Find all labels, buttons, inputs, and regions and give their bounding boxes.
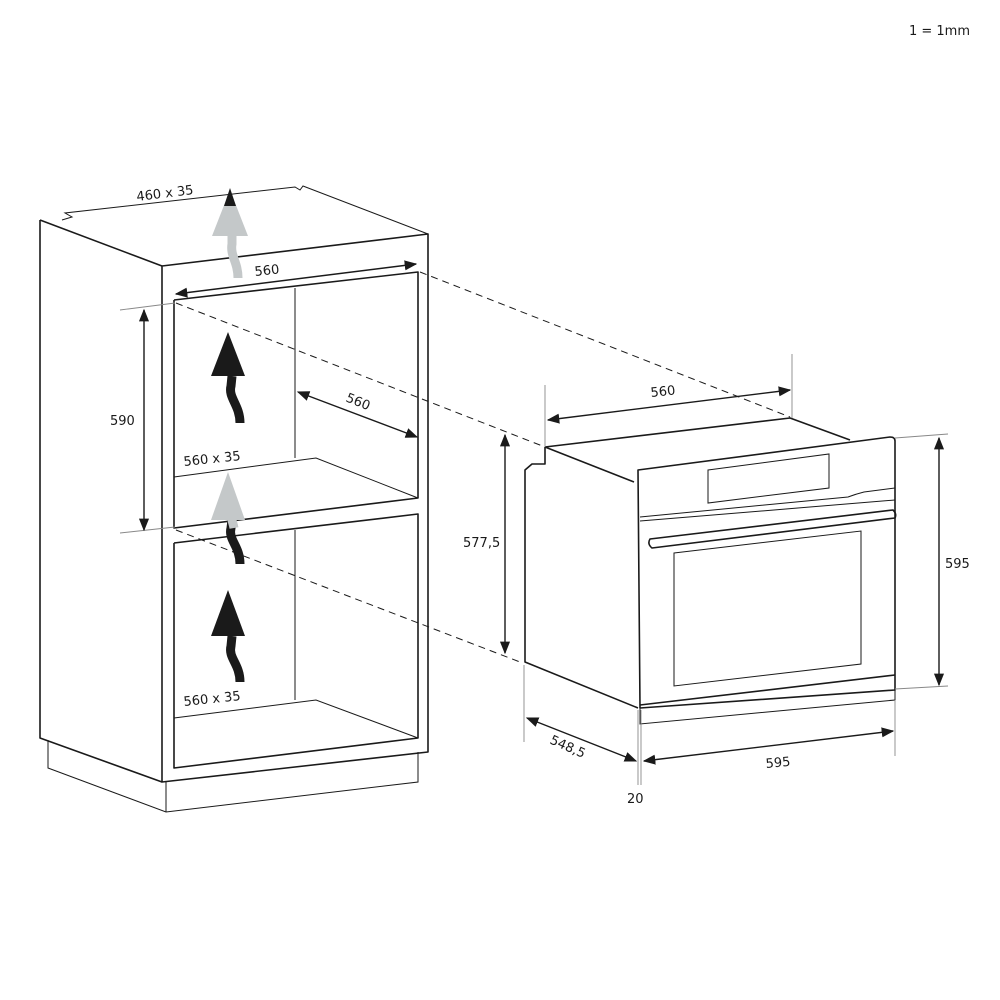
label-oven-front-width: 595 (765, 755, 791, 772)
oven-extension-lines (523, 354, 949, 785)
label-middle-vent: 560 x 35 (183, 449, 242, 470)
label-niche-width: 560 (254, 262, 280, 280)
airflow-arrows (211, 188, 248, 683)
label-oven-body-height: 577,5 (463, 536, 500, 551)
label-oven-top-width: 560 (650, 383, 676, 401)
label-bottom-vent: 560 x 35 (183, 689, 242, 710)
projection-lines (175, 271, 791, 663)
label-niche-height: 590 (110, 414, 135, 429)
airflow-arrow-icon (211, 590, 245, 683)
scale-note: 1 = 1mm (908, 24, 970, 39)
airflow-arrow-icon (211, 472, 245, 565)
label-oven-depth: 548,5 (547, 733, 587, 762)
airflow-arrow-icon (212, 188, 248, 279)
label-oven-front-thickness: 20 (627, 792, 644, 807)
airflow-arrow-icon (211, 332, 245, 424)
label-top-vent: 460 x 35 (136, 183, 195, 205)
oven-dimensions (499, 386, 945, 765)
cabinet-dimensions (138, 260, 419, 532)
oven-drawing (524, 417, 897, 725)
label-oven-front-height: 595 (945, 557, 970, 572)
cabinet-drawing (39, 185, 429, 813)
